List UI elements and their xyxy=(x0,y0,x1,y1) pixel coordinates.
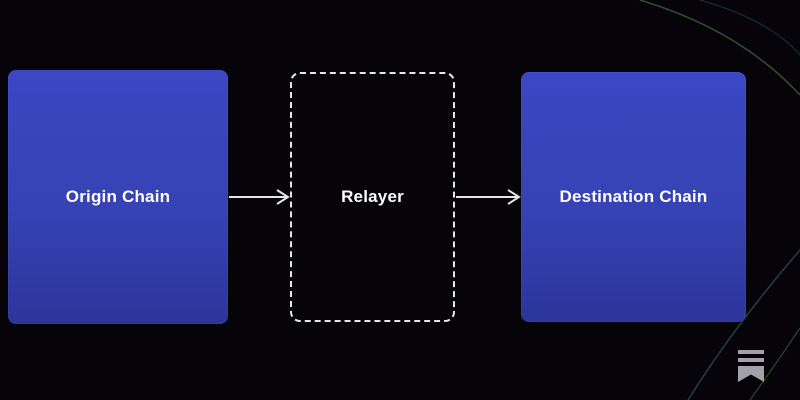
relayer-label: Relayer xyxy=(341,187,404,206)
node-destination-chain: Destination Chain xyxy=(521,72,746,322)
destination-chain-label: Destination Chain xyxy=(559,187,708,206)
origin-chain-label: Origin Chain xyxy=(65,187,171,206)
arrow-origin-to-relayer-icon xyxy=(229,189,290,205)
arrow-relayer-to-destination-icon xyxy=(456,189,521,205)
curve-top-right-teal xyxy=(699,0,800,56)
node-relayer: Relayer xyxy=(290,72,455,322)
substack-logo-icon xyxy=(736,344,766,386)
node-origin-chain: Origin Chain xyxy=(8,70,228,324)
